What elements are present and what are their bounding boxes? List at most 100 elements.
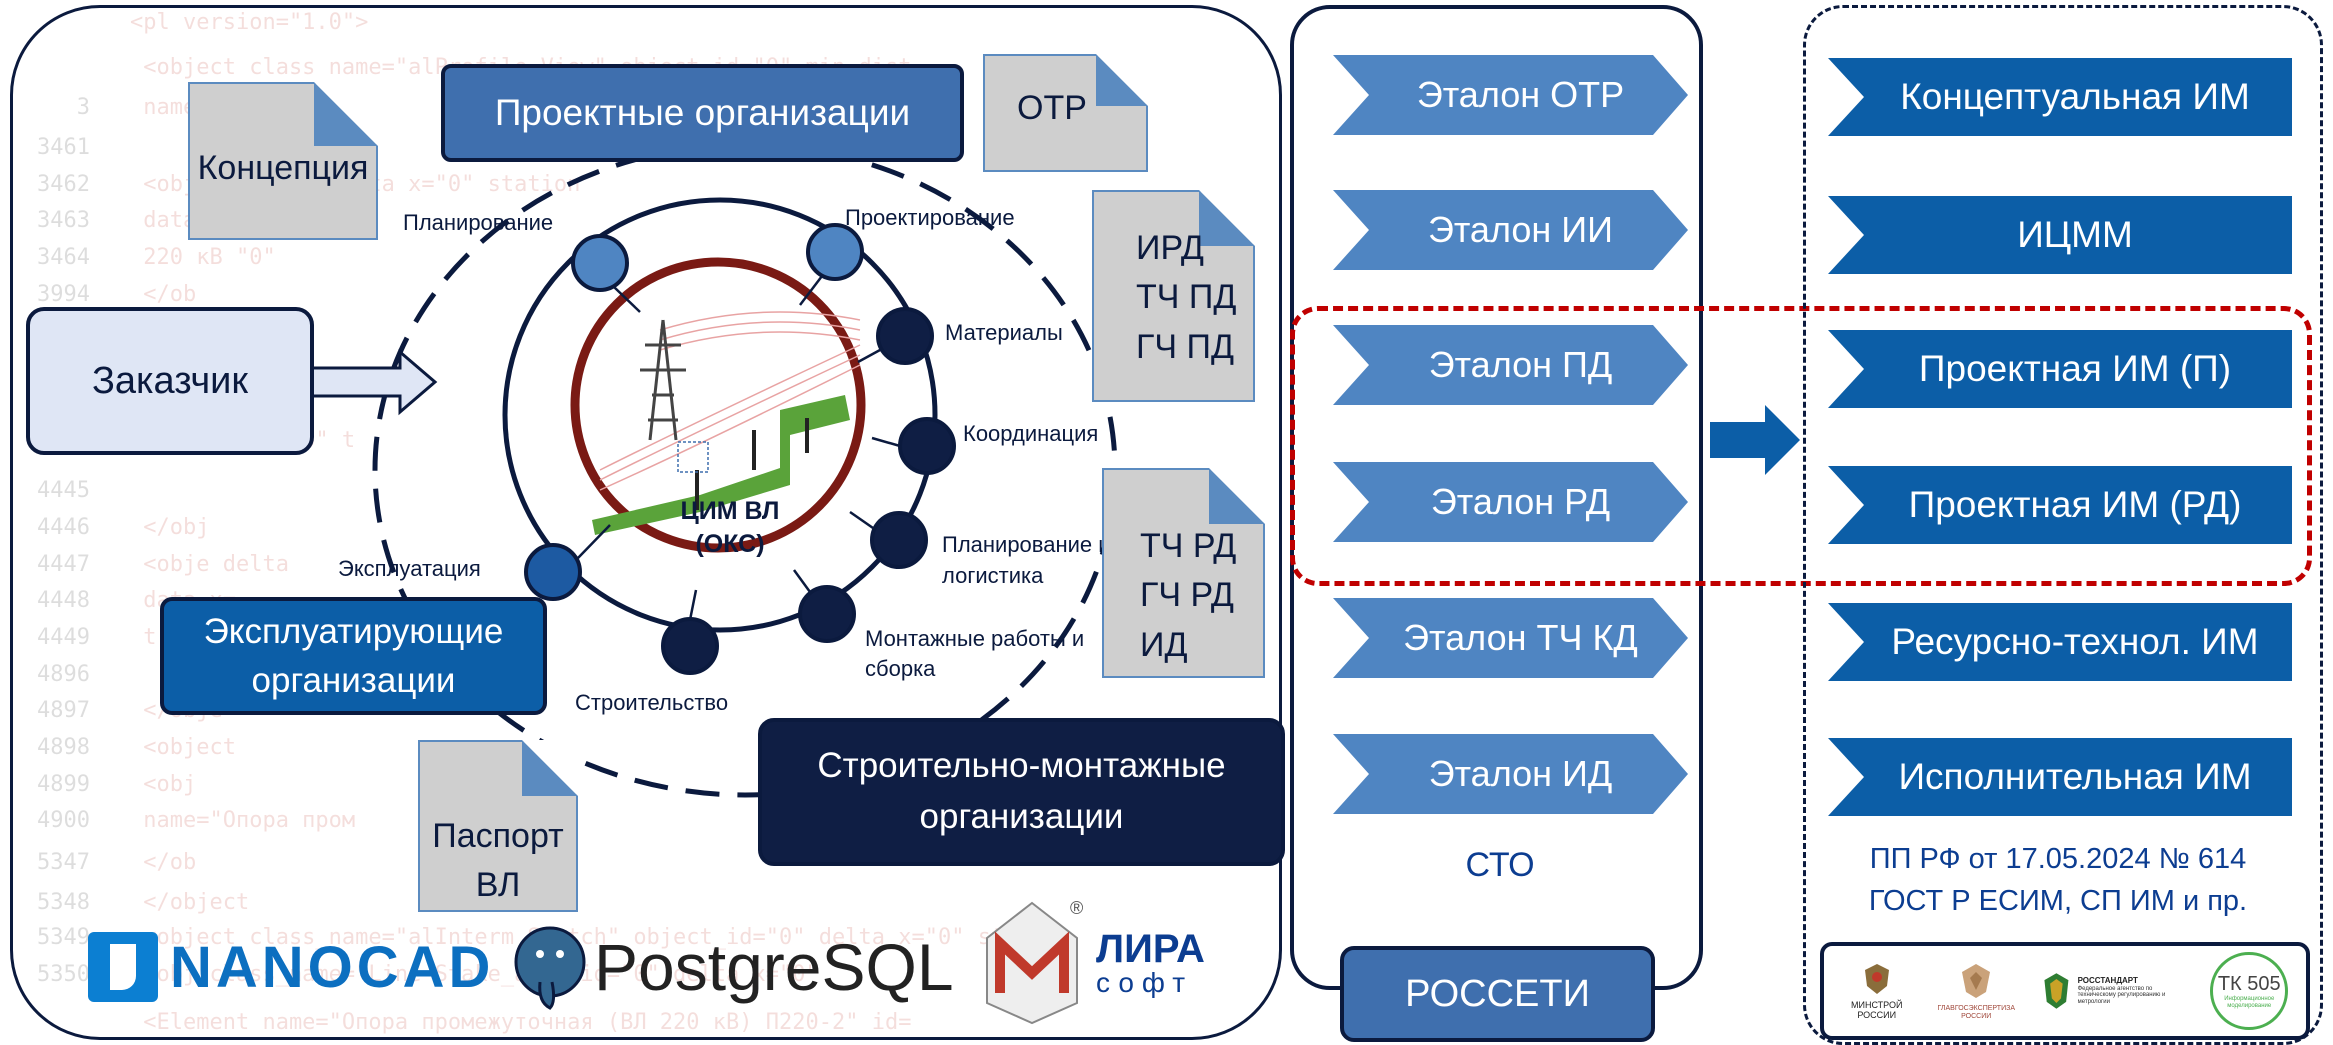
standard-item: Эталон РД bbox=[1333, 462, 1688, 542]
rosseti-box: РОССЕТИ bbox=[1340, 946, 1655, 1042]
cim-label-line1: ЦИМ ВЛ bbox=[680, 497, 780, 525]
node-planning bbox=[571, 234, 629, 292]
left-panel-frame bbox=[10, 5, 1282, 1040]
label-assembly-2: сборка bbox=[865, 656, 936, 681]
lira-line1: ЛИРА bbox=[1096, 927, 1205, 971]
node-coordination bbox=[898, 417, 956, 475]
standard-item: Эталон ПД bbox=[1333, 325, 1688, 405]
label-logistics-1: Планирование и bbox=[942, 532, 1111, 557]
working-doc-3: ИД bbox=[1140, 625, 1188, 664]
nanocad-icon bbox=[88, 932, 158, 1002]
lira-reg: ® bbox=[1070, 898, 1084, 918]
minstroy-logo: МИНСТРОЙ РОССИИ bbox=[1842, 962, 1912, 1021]
chevron-shape bbox=[1333, 598, 1688, 678]
tk505-logo: ТК 505 Информационное моделирование bbox=[2210, 952, 2289, 1030]
rosstandart-emblem-icon bbox=[2044, 973, 2069, 1009]
lira-icon bbox=[986, 901, 1078, 1025]
standard-item: Эталон ИД bbox=[1333, 734, 1688, 814]
im-item: Исполнительная ИМ bbox=[1828, 738, 2292, 816]
node-design bbox=[806, 223, 864, 281]
glavgos-logo: ГЛАВГОСЭКСПЕРТИЗА РОССИИ bbox=[1931, 962, 2021, 1020]
im-item-label: Концептуальная ИМ bbox=[1900, 76, 2250, 117]
label-planning: Планирование bbox=[403, 210, 554, 235]
label-design: Проектирование bbox=[845, 205, 1015, 230]
node-operation bbox=[524, 543, 582, 601]
process-ring bbox=[502, 197, 938, 633]
design-doc-3: ГЧ ПД bbox=[1136, 327, 1234, 366]
standard-item: Эталон ТЧ КД bbox=[1333, 598, 1688, 678]
standard-item-label: Эталон РД bbox=[1430, 481, 1611, 522]
standard-item: Эталон ОТР bbox=[1333, 55, 1688, 135]
construction-orgs-box: Строительно-монтажные организации bbox=[758, 718, 1285, 866]
standard-item: Эталон ИИ bbox=[1333, 190, 1688, 270]
standard-item-label: Эталон ТЧ КД bbox=[1403, 617, 1638, 658]
minstroy-text: МИНСТРОЙ РОССИИ bbox=[1851, 999, 1903, 1020]
glavgos-emblem-icon bbox=[1962, 963, 1991, 998]
design-doc-1: ИРД bbox=[1136, 229, 1204, 267]
passport-line2: ВЛ bbox=[475, 866, 521, 905]
lira-text: ЛИРА софт bbox=[1096, 929, 1205, 997]
customer-box: Заказчик bbox=[26, 307, 314, 455]
minstroy-emblem-icon bbox=[1864, 963, 1889, 994]
nanocad-logo: NANOCAD bbox=[88, 932, 494, 1002]
highlight-frame bbox=[1290, 306, 2312, 586]
working-doc-1: ТЧ РД bbox=[1140, 527, 1237, 565]
cim-label-line2: (ОКС) bbox=[695, 529, 765, 558]
im-item-notch bbox=[1828, 196, 1864, 274]
im-item-label: Исполнительная ИМ bbox=[1898, 756, 2252, 797]
im-item-label: Проектная ИМ (РД) bbox=[1908, 484, 2242, 525]
label-assembly-1: Монтажные работы и bbox=[865, 626, 1085, 651]
regulation-line2: ГОСТ Р ЕСИМ, СП ИМ и пр. bbox=[1868, 885, 2248, 918]
im-item-label: Ресурсно-технол. ИМ bbox=[1891, 621, 2259, 662]
standard-item-label: Эталон ОТР bbox=[1416, 74, 1625, 115]
im-item-label: ИЦММ bbox=[2017, 214, 2133, 255]
im-item: Проектная ИМ (РД) bbox=[1828, 466, 2292, 544]
elephant-icon bbox=[514, 926, 586, 1010]
im-item-notch bbox=[1828, 738, 1864, 816]
chevron-shape bbox=[1333, 190, 1688, 270]
cim-label: ЦИМ ВЛ (ОКС) bbox=[660, 495, 800, 560]
operating-orgs-label: Эксплуатирующие организации bbox=[203, 612, 504, 700]
im-item-label: Проектная ИМ (П) bbox=[1918, 348, 2232, 389]
im-item-notch bbox=[1828, 330, 1864, 408]
node-logistics bbox=[870, 511, 928, 569]
regulation-text: ПП РФ от 17.05.2024 № 614 ГОСТ Р ЕСИМ, С… bbox=[1818, 838, 2298, 922]
rosstandart-title: РОССТАНДАРТ bbox=[2077, 975, 2138, 985]
otr-doc-icon: ОТР bbox=[983, 54, 1148, 172]
standard-item-label: Эталон ПД bbox=[1428, 344, 1613, 385]
power-line-illustration-icon bbox=[592, 311, 861, 535]
node-assembly bbox=[798, 585, 856, 643]
otr-doc-label: ОТР bbox=[1017, 89, 1087, 127]
ring-nodes bbox=[524, 223, 956, 675]
nanocad-text: NANOCAD bbox=[170, 934, 495, 1000]
passport-doc-icon: Паспорт ВЛ bbox=[418, 740, 578, 912]
node-construction bbox=[661, 617, 719, 675]
design-doc-2: ТЧ ПД bbox=[1136, 278, 1237, 317]
postgres-text: PostgreSQL bbox=[594, 930, 954, 1004]
im-item: ИЦММ bbox=[1828, 196, 2292, 274]
label-coordination: Координация bbox=[963, 421, 1099, 446]
concept-doc-icon: Концепция bbox=[188, 82, 378, 240]
label-operation: Эксплуатация bbox=[338, 556, 481, 581]
transition-arrow bbox=[1710, 405, 1800, 475]
node-materials bbox=[876, 307, 934, 365]
chevron-shape bbox=[1333, 734, 1688, 814]
concept-doc-label: Концепция bbox=[197, 149, 369, 187]
glavgos-text: ГЛАВГОСЭКСПЕРТИЗА РОССИИ bbox=[1937, 1004, 2016, 1020]
im-item-notch bbox=[1828, 58, 1864, 136]
working-docs-label: ТЧ РД ГЧ РД ИД bbox=[1140, 522, 1236, 670]
design-docs-label: ИРД ТЧ ПД ГЧ ПД bbox=[1136, 224, 1236, 372]
passport-doc-label: Паспорт ВЛ bbox=[420, 812, 576, 911]
design-docs-icon: ИРД ТЧ ПД ГЧ ПД bbox=[1092, 190, 1255, 402]
design-orgs-box: Проектные организации bbox=[441, 64, 964, 162]
right-panel-frame bbox=[1803, 5, 2323, 1045]
im-item: Концептуальная ИМ bbox=[1828, 58, 2292, 136]
postgresql-logo: PostgreSQL bbox=[510, 922, 954, 1012]
label-logistics-2: логистика bbox=[942, 563, 1044, 588]
lifecycle-diagram bbox=[290, 142, 1118, 798]
im-item: Проектная ИМ (П) bbox=[1828, 330, 2292, 408]
label-materials: Материалы bbox=[945, 320, 1063, 345]
sto-label: СТО bbox=[1465, 845, 1535, 884]
working-doc-2: ГЧ РД bbox=[1140, 576, 1234, 615]
im-item: Ресурсно-технол. ИМ bbox=[1828, 603, 2292, 681]
